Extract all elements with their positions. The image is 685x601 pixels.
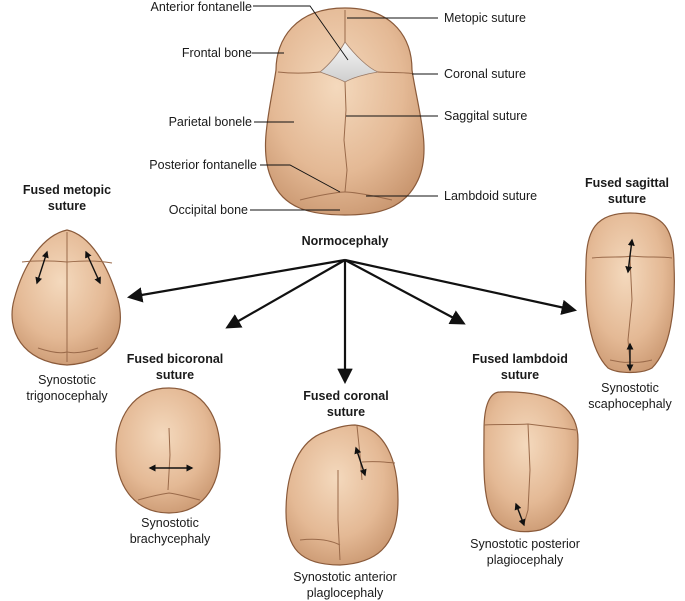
normocephaly-title: Normocephaly [301, 234, 389, 248]
leader-lines [250, 5, 438, 211]
label-posterior-fontanelle: Posterior fontanelle [149, 158, 257, 172]
normal-skull [264, 7, 425, 216]
trigonocephaly-skull [11, 229, 121, 366]
label-lambdoid-suture: Lambdoid suture [444, 189, 538, 203]
label-frontal-bone: Frontal bone [181, 46, 252, 60]
label-anterior-fontanelle: Anterior fontanelle [150, 0, 252, 14]
main-arrows [126, 258, 578, 385]
normal-skull-shape [264, 7, 425, 216]
posterior-plagiocephaly-skull [483, 391, 579, 533]
anterior-plagiocephaly-skull [285, 424, 399, 566]
label-saggital-suture: Saggital suture [444, 109, 528, 123]
label-occipital-bone: Occipital bone [168, 203, 248, 217]
sagittal-suture-line [343, 81, 348, 193]
brachycephaly-skull [115, 387, 221, 514]
coronal-suture-line [277, 71, 415, 75]
scaphocephaly-skull [585, 212, 675, 374]
label-metopic-suture: Metopic suture [444, 11, 526, 25]
label-coronal-suture: Coronal suture [444, 67, 526, 81]
label-parietal-bone: Parietal bonele [168, 115, 252, 129]
